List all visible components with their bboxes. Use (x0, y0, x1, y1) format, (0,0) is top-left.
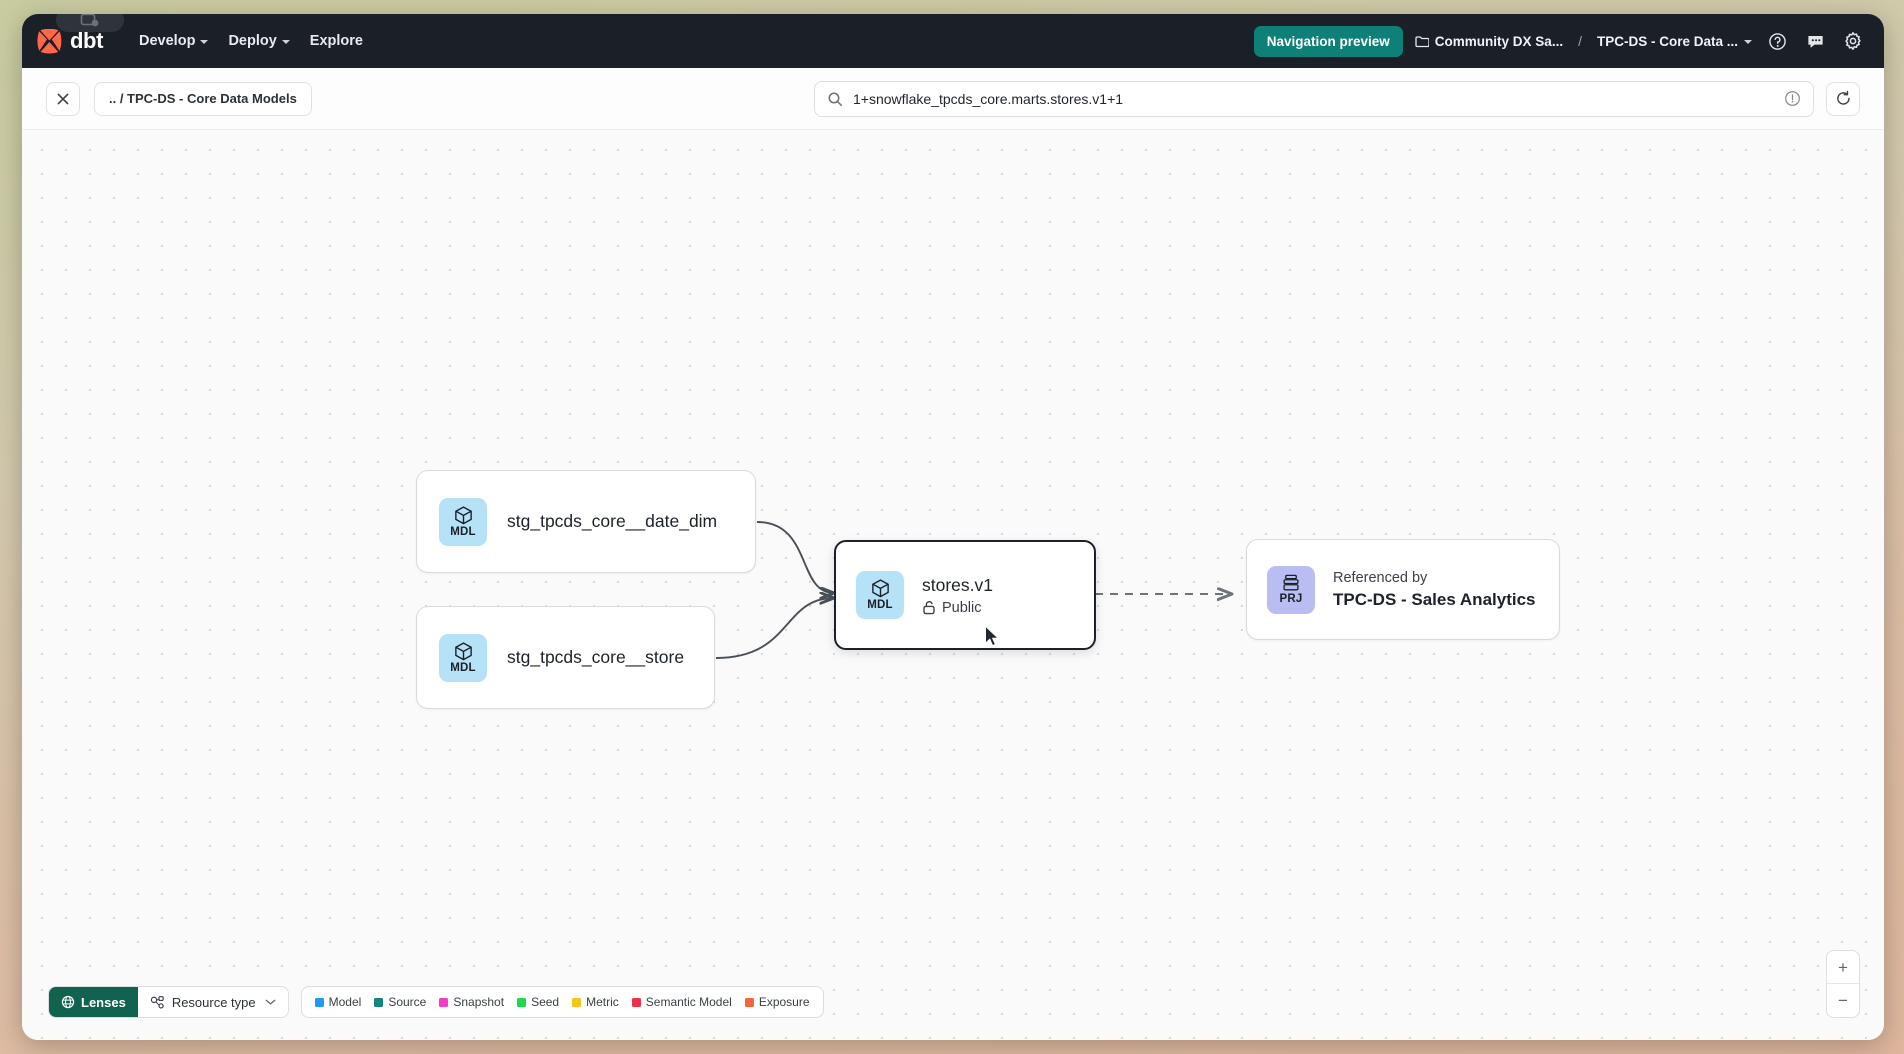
node-text-stack: stores.v1 Public (922, 575, 993, 616)
resource-nodes-icon (150, 995, 164, 1009)
legend-swatch (374, 997, 384, 1007)
search-area (814, 80, 1860, 117)
gear-icon[interactable] (1840, 28, 1866, 54)
search-box[interactable] (814, 80, 1814, 117)
resource-type-dropdown[interactable]: Resource type (137, 987, 288, 1017)
legend-label: Semantic Model (645, 995, 732, 1009)
lineage-node-model-store[interactable]: MDL stg_tpcds_core__store (416, 606, 715, 709)
nav-item-develop-label: Develop (139, 33, 196, 49)
legend-swatch (517, 997, 527, 1007)
nav-item-deploy-label: Deploy (228, 33, 277, 49)
legend-item-snapshot: Snapshot (439, 995, 504, 1009)
lineage-toolbar: .. / TPC-DS - Core Data Models (22, 68, 1884, 130)
node-access-label: Public (942, 599, 982, 616)
dbt-logo-icon (36, 28, 63, 54)
lineage-node-project-sales-analytics[interactable]: PRJ Referenced by TPC-DS - Sales Analyti… (1246, 539, 1560, 640)
legend-swatch (314, 997, 324, 1007)
breadcrumb-account-label: Community DX Sa... (1434, 33, 1564, 49)
top-nav-right-group: Navigation preview Community DX Sa... / … (1253, 25, 1866, 57)
chevron-down-icon (265, 999, 275, 1005)
chevron-down-icon (1744, 40, 1752, 44)
app-window: dbt Develop Deploy Explore Navigation pr… (22, 14, 1884, 1040)
cube-icon (454, 506, 472, 525)
model-badge-label: MDL (450, 661, 476, 674)
model-badge: MDL (439, 633, 487, 682)
legend-label: Snapshot (453, 995, 505, 1009)
node-text-stack: stg_tpcds_core__store (507, 647, 684, 668)
lineage-node-model-stores-v1[interactable]: MDL stores.v1 Public (834, 540, 1096, 650)
nav-item-explore-label: Explore (309, 33, 363, 49)
legend-label: Source (388, 995, 427, 1009)
dbt-logo-text: dbt (70, 28, 104, 53)
cube-icon (871, 579, 889, 598)
breadcrumb-project[interactable]: TPC-DS - Core Data ... (1597, 34, 1752, 49)
zoom-out-button[interactable]: − (1838, 991, 1848, 1010)
unlock-icon (923, 601, 935, 615)
lineage-canvas[interactable]: MDL stg_tpcds_core__date_dim MDL stg_tpc… (22, 130, 1884, 1040)
legend-item-seed: Seed (517, 995, 559, 1009)
legend-label: Seed (531, 995, 560, 1009)
legend-item-model: Model (314, 995, 362, 1009)
legend-label: Exposure (758, 995, 810, 1009)
project-badge-label: PRJ (1279, 593, 1303, 606)
close-icon[interactable] (46, 81, 80, 116)
model-badge-label: MDL (867, 599, 893, 612)
search-input[interactable] (853, 90, 1774, 107)
chevron-down-icon (281, 40, 290, 44)
legend-swatch (631, 997, 641, 1007)
legend-item-semantic-model: Semantic Model (631, 995, 732, 1009)
legend-item-metric: Metric (572, 995, 619, 1009)
legend-swatch (572, 997, 582, 1007)
legend-label: Metric (586, 995, 619, 1009)
resource-type-label: Resource type (171, 994, 256, 1010)
canvas-bottom-toolbar: Lenses Resource type (48, 986, 824, 1018)
legend-item-source: Source (374, 995, 426, 1009)
top-navigation-bar: dbt Develop Deploy Explore Navigation pr… (22, 14, 1884, 68)
lineage-node-model-date-dim[interactable]: MDL stg_tpcds_core__date_dim (416, 470, 756, 573)
cube-icon (454, 642, 472, 661)
nav-item-explore[interactable]: Explore (300, 26, 373, 56)
zoom-controls: + − (1826, 950, 1860, 1018)
legend-label: Model (328, 995, 362, 1009)
info-circle-icon[interactable] (1784, 90, 1801, 107)
zoom-in-button[interactable]: + (1827, 951, 1859, 984)
breadcrumb[interactable]: .. / TPC-DS - Core Data Models (94, 81, 312, 116)
project-badge: PRJ (1267, 565, 1315, 614)
chevron-down-icon (200, 40, 209, 44)
folder-icon (1415, 35, 1429, 47)
lenses-button-label: Lenses (81, 994, 126, 1010)
navigation-preview-button[interactable]: Navigation preview (1253, 25, 1403, 57)
model-badge: MDL (856, 571, 904, 619)
legend-item-exposure: Exposure (744, 995, 810, 1009)
node-access-status: Public (922, 600, 993, 616)
breadcrumb-project-label: TPC-DS - Core Data ... (1596, 33, 1738, 49)
model-badge-label: MDL (450, 525, 476, 538)
lens-globe-icon (61, 995, 75, 1009)
model-badge: MDL (439, 497, 487, 546)
nav-item-deploy[interactable]: Deploy (218, 26, 299, 56)
search-icon (828, 92, 842, 106)
node-title: stores.v1 (922, 574, 993, 595)
node-text-stack: Referenced by TPC-DS - Sales Analytics (1333, 570, 1536, 610)
window-icon (80, 14, 99, 27)
node-title: stg_tpcds_core__date_dim (507, 511, 718, 531)
refresh-icon[interactable] (1826, 81, 1860, 116)
chat-feedback-icon[interactable] (1802, 28, 1828, 54)
resource-type-legend: Model Source Snapshot Seed Metric (300, 986, 824, 1018)
dbt-logo[interactable]: dbt (36, 28, 103, 54)
node-text-stack: stg_tpcds_core__date_dim (507, 511, 717, 532)
project-stack-icon (1283, 574, 1299, 591)
legend-swatch (439, 997, 449, 1007)
node-title: TPC-DS - Sales Analytics (1333, 589, 1536, 609)
lenses-button[interactable]: Lenses (49, 987, 138, 1017)
nav-item-develop[interactable]: Develop (129, 26, 218, 56)
node-title: stg_tpcds_core__store (507, 647, 685, 667)
help-circle-icon[interactable] (1764, 28, 1790, 54)
node-eyebrow: Referenced by (1333, 569, 1428, 586)
legend-swatch (744, 997, 754, 1007)
lens-group: Lenses Resource type (48, 986, 289, 1018)
breadcrumb-account[interactable]: Community DX Sa... (1415, 34, 1563, 49)
breadcrumb-separator: / (1578, 33, 1582, 49)
